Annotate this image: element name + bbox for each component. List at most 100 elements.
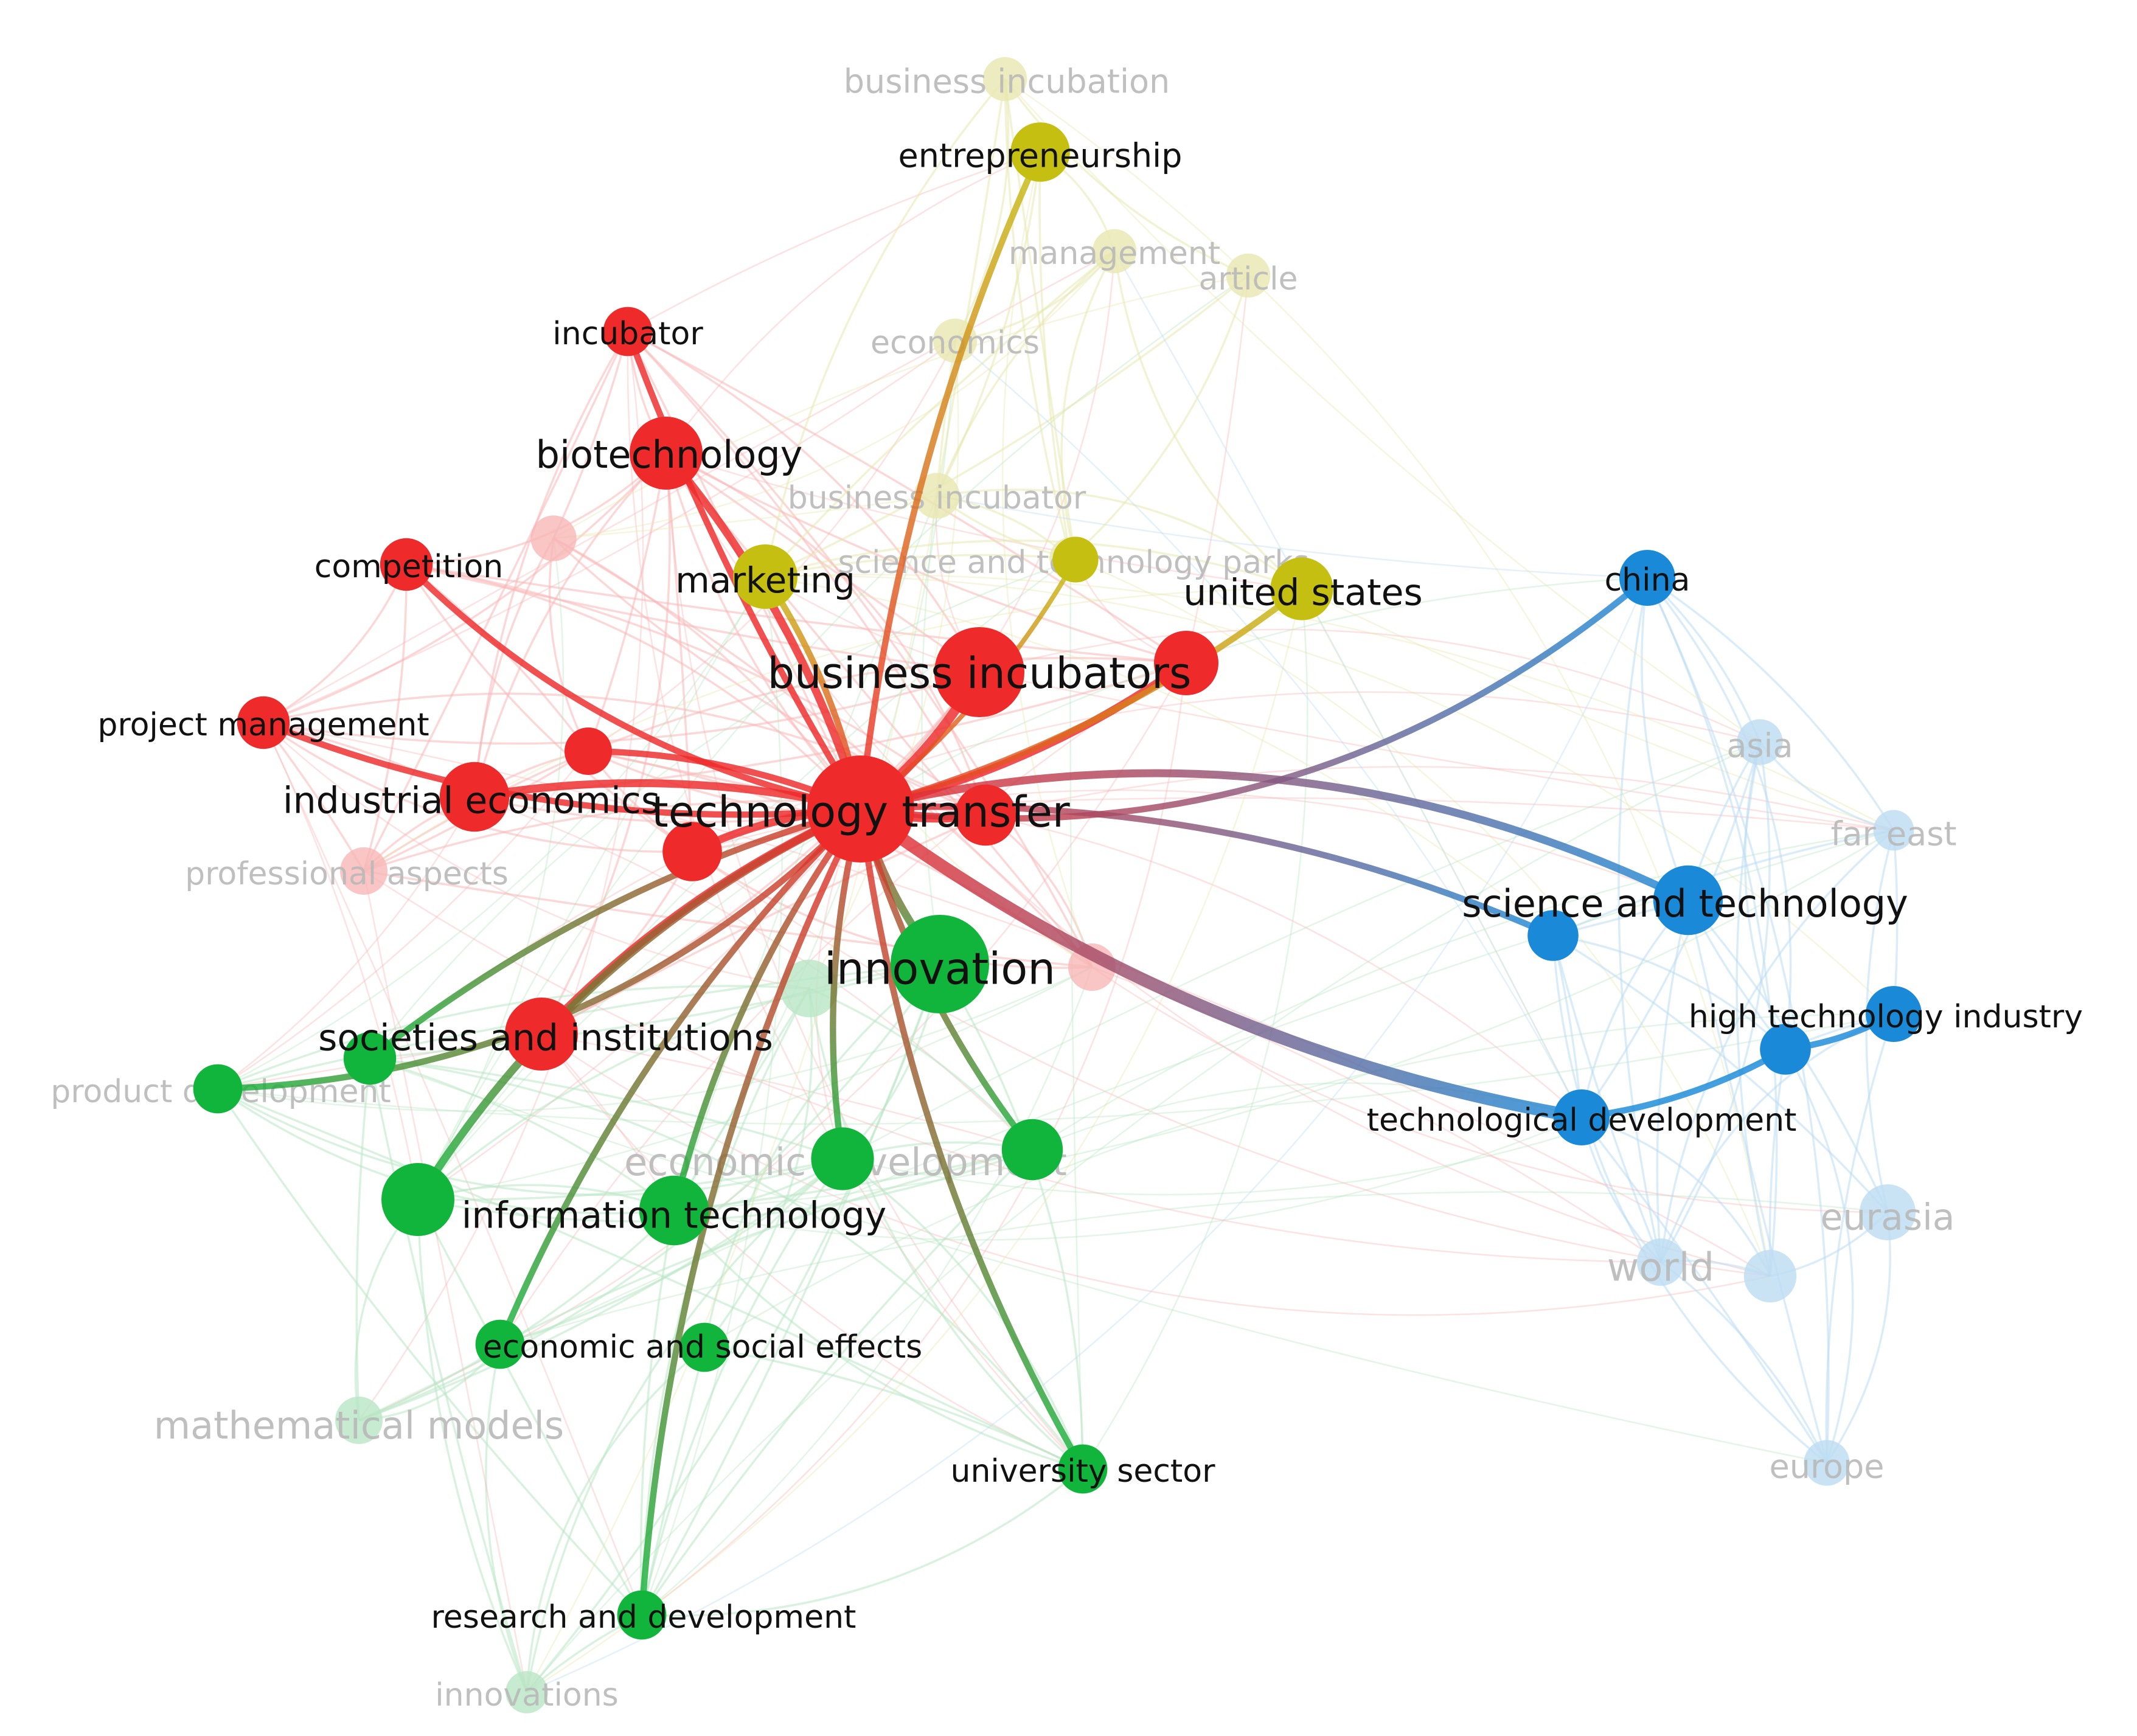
node-professional-aspects[interactable] bbox=[340, 847, 387, 895]
background-edge bbox=[641, 967, 1093, 1616]
label-world: world bbox=[1607, 1246, 1714, 1291]
node-mathematical-models[interactable] bbox=[335, 1397, 383, 1444]
background-edge bbox=[673, 1209, 1083, 1470]
node-red-node-a[interactable] bbox=[1154, 631, 1218, 695]
node-science-and-technology[interactable] bbox=[1653, 865, 1723, 936]
label-project-management: project management bbox=[97, 707, 429, 743]
background-edge bbox=[485, 1344, 528, 1693]
background-edge bbox=[526, 577, 1649, 1693]
node-europe[interactable] bbox=[1804, 1440, 1850, 1486]
node-information-technology[interactable] bbox=[639, 1175, 709, 1246]
node-product-development[interactable] bbox=[193, 1064, 243, 1114]
background-edge bbox=[1113, 251, 1303, 590]
background-edge bbox=[417, 538, 565, 1200]
node-marketing[interactable] bbox=[733, 544, 797, 609]
background-edge bbox=[417, 576, 766, 1200]
background-edge bbox=[860, 797, 1894, 832]
node-business-incubation[interactable] bbox=[982, 57, 1027, 102]
edge-technology-transfer-united-states bbox=[857, 585, 1305, 813]
node-high-technology-industry[interactable] bbox=[1866, 986, 1922, 1042]
node-research-and-development[interactable] bbox=[617, 1590, 667, 1640]
node-yellow-node-a[interactable] bbox=[1052, 536, 1099, 583]
label-high-technology-industry: high technology industry bbox=[1689, 999, 2083, 1035]
node-eurasia[interactable] bbox=[1860, 1184, 1916, 1240]
node-competition[interactable] bbox=[380, 538, 433, 591]
node-green-node-d[interactable] bbox=[679, 1322, 729, 1372]
background-edge bbox=[1865, 830, 1895, 1213]
node-blue-node-b[interactable] bbox=[1760, 1024, 1811, 1075]
node-red-node-c[interactable] bbox=[662, 822, 722, 881]
node-university-sector[interactable] bbox=[1058, 1444, 1108, 1494]
node-economic-and-social-effects[interactable] bbox=[475, 1319, 525, 1369]
background-edge bbox=[936, 488, 1303, 590]
background-edge bbox=[1744, 741, 1787, 1050]
background-edge bbox=[417, 1158, 843, 1201]
background-edge bbox=[417, 1199, 528, 1693]
background-edge bbox=[1768, 1049, 1787, 1277]
node-china[interactable] bbox=[1619, 550, 1675, 606]
background-edge bbox=[548, 538, 589, 752]
background-edge bbox=[1581, 1116, 1771, 1277]
node-business-incubator[interactable] bbox=[914, 473, 960, 519]
background-edge bbox=[526, 1158, 844, 1693]
node-red-node-d[interactable] bbox=[954, 784, 1016, 846]
node-asia[interactable] bbox=[1737, 719, 1783, 765]
background-edge bbox=[217, 1088, 1083, 1470]
background-edge bbox=[499, 1148, 1033, 1345]
background-edge bbox=[526, 495, 938, 1693]
node-green-node-b[interactable] bbox=[381, 1163, 454, 1236]
node-blue-faint-a[interactable] bbox=[1743, 1249, 1797, 1303]
node-green-faint-a[interactable] bbox=[780, 959, 838, 1018]
background-edge bbox=[217, 1088, 643, 1616]
node-societies-and-institutions[interactable] bbox=[505, 998, 578, 1071]
background-edge bbox=[704, 1346, 1083, 1470]
label-far-east: far east bbox=[1830, 815, 1956, 853]
background-edge bbox=[1646, 577, 1830, 1463]
background-edge bbox=[262, 722, 419, 1200]
node-world[interactable] bbox=[1637, 1238, 1684, 1286]
node-business-incubators[interactable] bbox=[934, 627, 1024, 717]
background-edge bbox=[1069, 558, 1084, 1470]
node-united-states[interactable] bbox=[1270, 557, 1333, 620]
background-edge bbox=[217, 966, 1093, 1112]
label-business-incubator: business incubator bbox=[788, 480, 1086, 516]
node-green-node-c[interactable] bbox=[343, 1032, 397, 1085]
node-blue-node-a[interactable] bbox=[1527, 910, 1579, 961]
node-incubator[interactable] bbox=[603, 307, 653, 356]
background-edge bbox=[1032, 829, 1894, 1151]
background-edge bbox=[1618, 577, 1662, 1263]
node-biotechnology[interactable] bbox=[630, 417, 703, 490]
background-edge bbox=[1784, 1049, 1854, 1463]
node-industrial-economics[interactable] bbox=[439, 762, 510, 832]
background-edge bbox=[363, 870, 528, 1693]
background-edge bbox=[665, 453, 862, 810]
node-red-faint-a[interactable] bbox=[530, 515, 577, 561]
background-edge bbox=[665, 453, 693, 852]
node-article[interactable] bbox=[1226, 253, 1271, 298]
highlighted-nodes bbox=[193, 122, 1922, 1640]
node-green-node-a[interactable] bbox=[1001, 1119, 1063, 1181]
node-entrepreneurship[interactable] bbox=[1010, 122, 1070, 182]
node-innovation[interactable] bbox=[891, 915, 989, 1013]
background-edge bbox=[417, 1199, 643, 1616]
node-innovations[interactable] bbox=[506, 1671, 548, 1713]
node-management[interactable] bbox=[1092, 229, 1137, 274]
node-far-east[interactable] bbox=[1873, 810, 1914, 851]
node-red-node-b[interactable] bbox=[565, 727, 612, 775]
background-edge bbox=[1552, 935, 1828, 1464]
node-economic-development[interactable] bbox=[811, 1127, 874, 1190]
node-project-management[interactable] bbox=[237, 696, 290, 749]
node-technological-development[interactable] bbox=[1554, 1089, 1610, 1145]
background-edge bbox=[217, 796, 476, 1090]
background-edge bbox=[673, 1116, 1582, 1241]
background-edge bbox=[1659, 741, 1771, 1263]
node-technology-transfer[interactable] bbox=[807, 755, 914, 863]
background-edge bbox=[1113, 251, 1583, 1118]
background-edge bbox=[217, 1088, 843, 1196]
background-edge bbox=[553, 495, 937, 540]
background-edge bbox=[641, 662, 1187, 1616]
background-edge bbox=[369, 1057, 675, 1212]
background-edge bbox=[263, 564, 408, 724]
label-asia: asia bbox=[1726, 727, 1793, 765]
